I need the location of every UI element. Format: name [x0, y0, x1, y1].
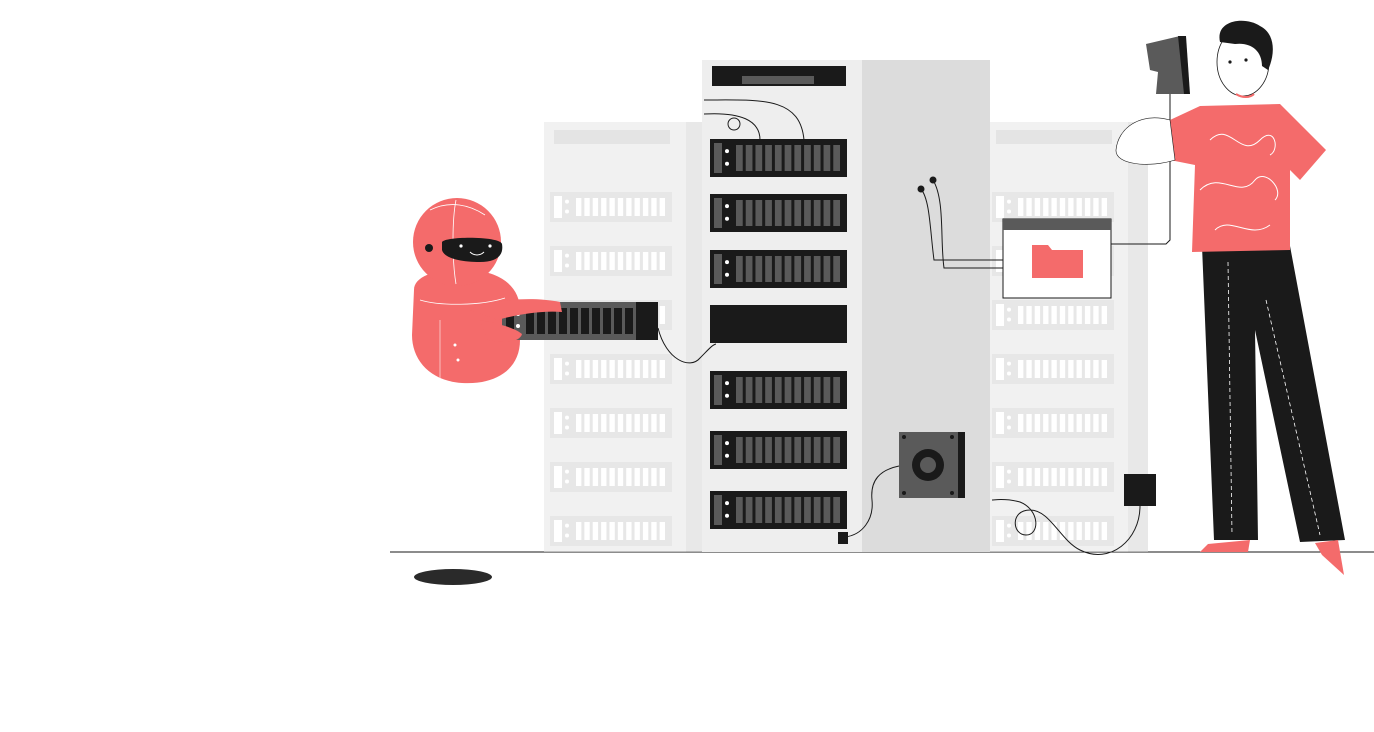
folder-window — [1002, 90, 1171, 299]
hole-shadow — [414, 569, 492, 585]
server-unit — [710, 371, 847, 409]
held-unit-slot — [559, 308, 567, 334]
server-unit — [710, 431, 847, 469]
held-unit-slot — [548, 308, 556, 334]
server-unit — [992, 300, 1114, 330]
server-unit — [710, 250, 847, 288]
held-unit-slot — [570, 308, 578, 334]
right-server-rack — [988, 122, 1148, 552]
floor-cable — [991, 474, 1156, 555]
server-unit — [550, 192, 672, 222]
folder-icon — [1032, 245, 1083, 278]
server-unit — [710, 194, 847, 232]
server-unit — [992, 516, 1114, 546]
held-unit-slot — [526, 308, 534, 334]
server-unit — [992, 462, 1114, 492]
server-unit — [550, 462, 672, 492]
server-unit — [550, 408, 672, 438]
robot — [412, 198, 717, 585]
held-unit-slot — [603, 308, 611, 334]
held-unit-slot — [614, 308, 622, 334]
server-unit — [710, 139, 847, 177]
server-unit — [710, 491, 847, 529]
server-unit — [992, 192, 1114, 222]
phone-icon — [1146, 36, 1190, 94]
empty-rack-slot — [710, 305, 847, 343]
held-unit-slot — [581, 308, 589, 334]
held-unit-slot — [537, 308, 545, 334]
server-unit — [550, 516, 672, 546]
server-unit — [992, 408, 1114, 438]
held-unit-slot — [592, 308, 600, 334]
server-unit — [550, 246, 672, 276]
speaker-icon — [838, 432, 965, 544]
server-unit — [550, 354, 672, 384]
held-unit-slot — [625, 308, 633, 334]
person — [1115, 20, 1345, 575]
server-unit — [992, 354, 1114, 384]
